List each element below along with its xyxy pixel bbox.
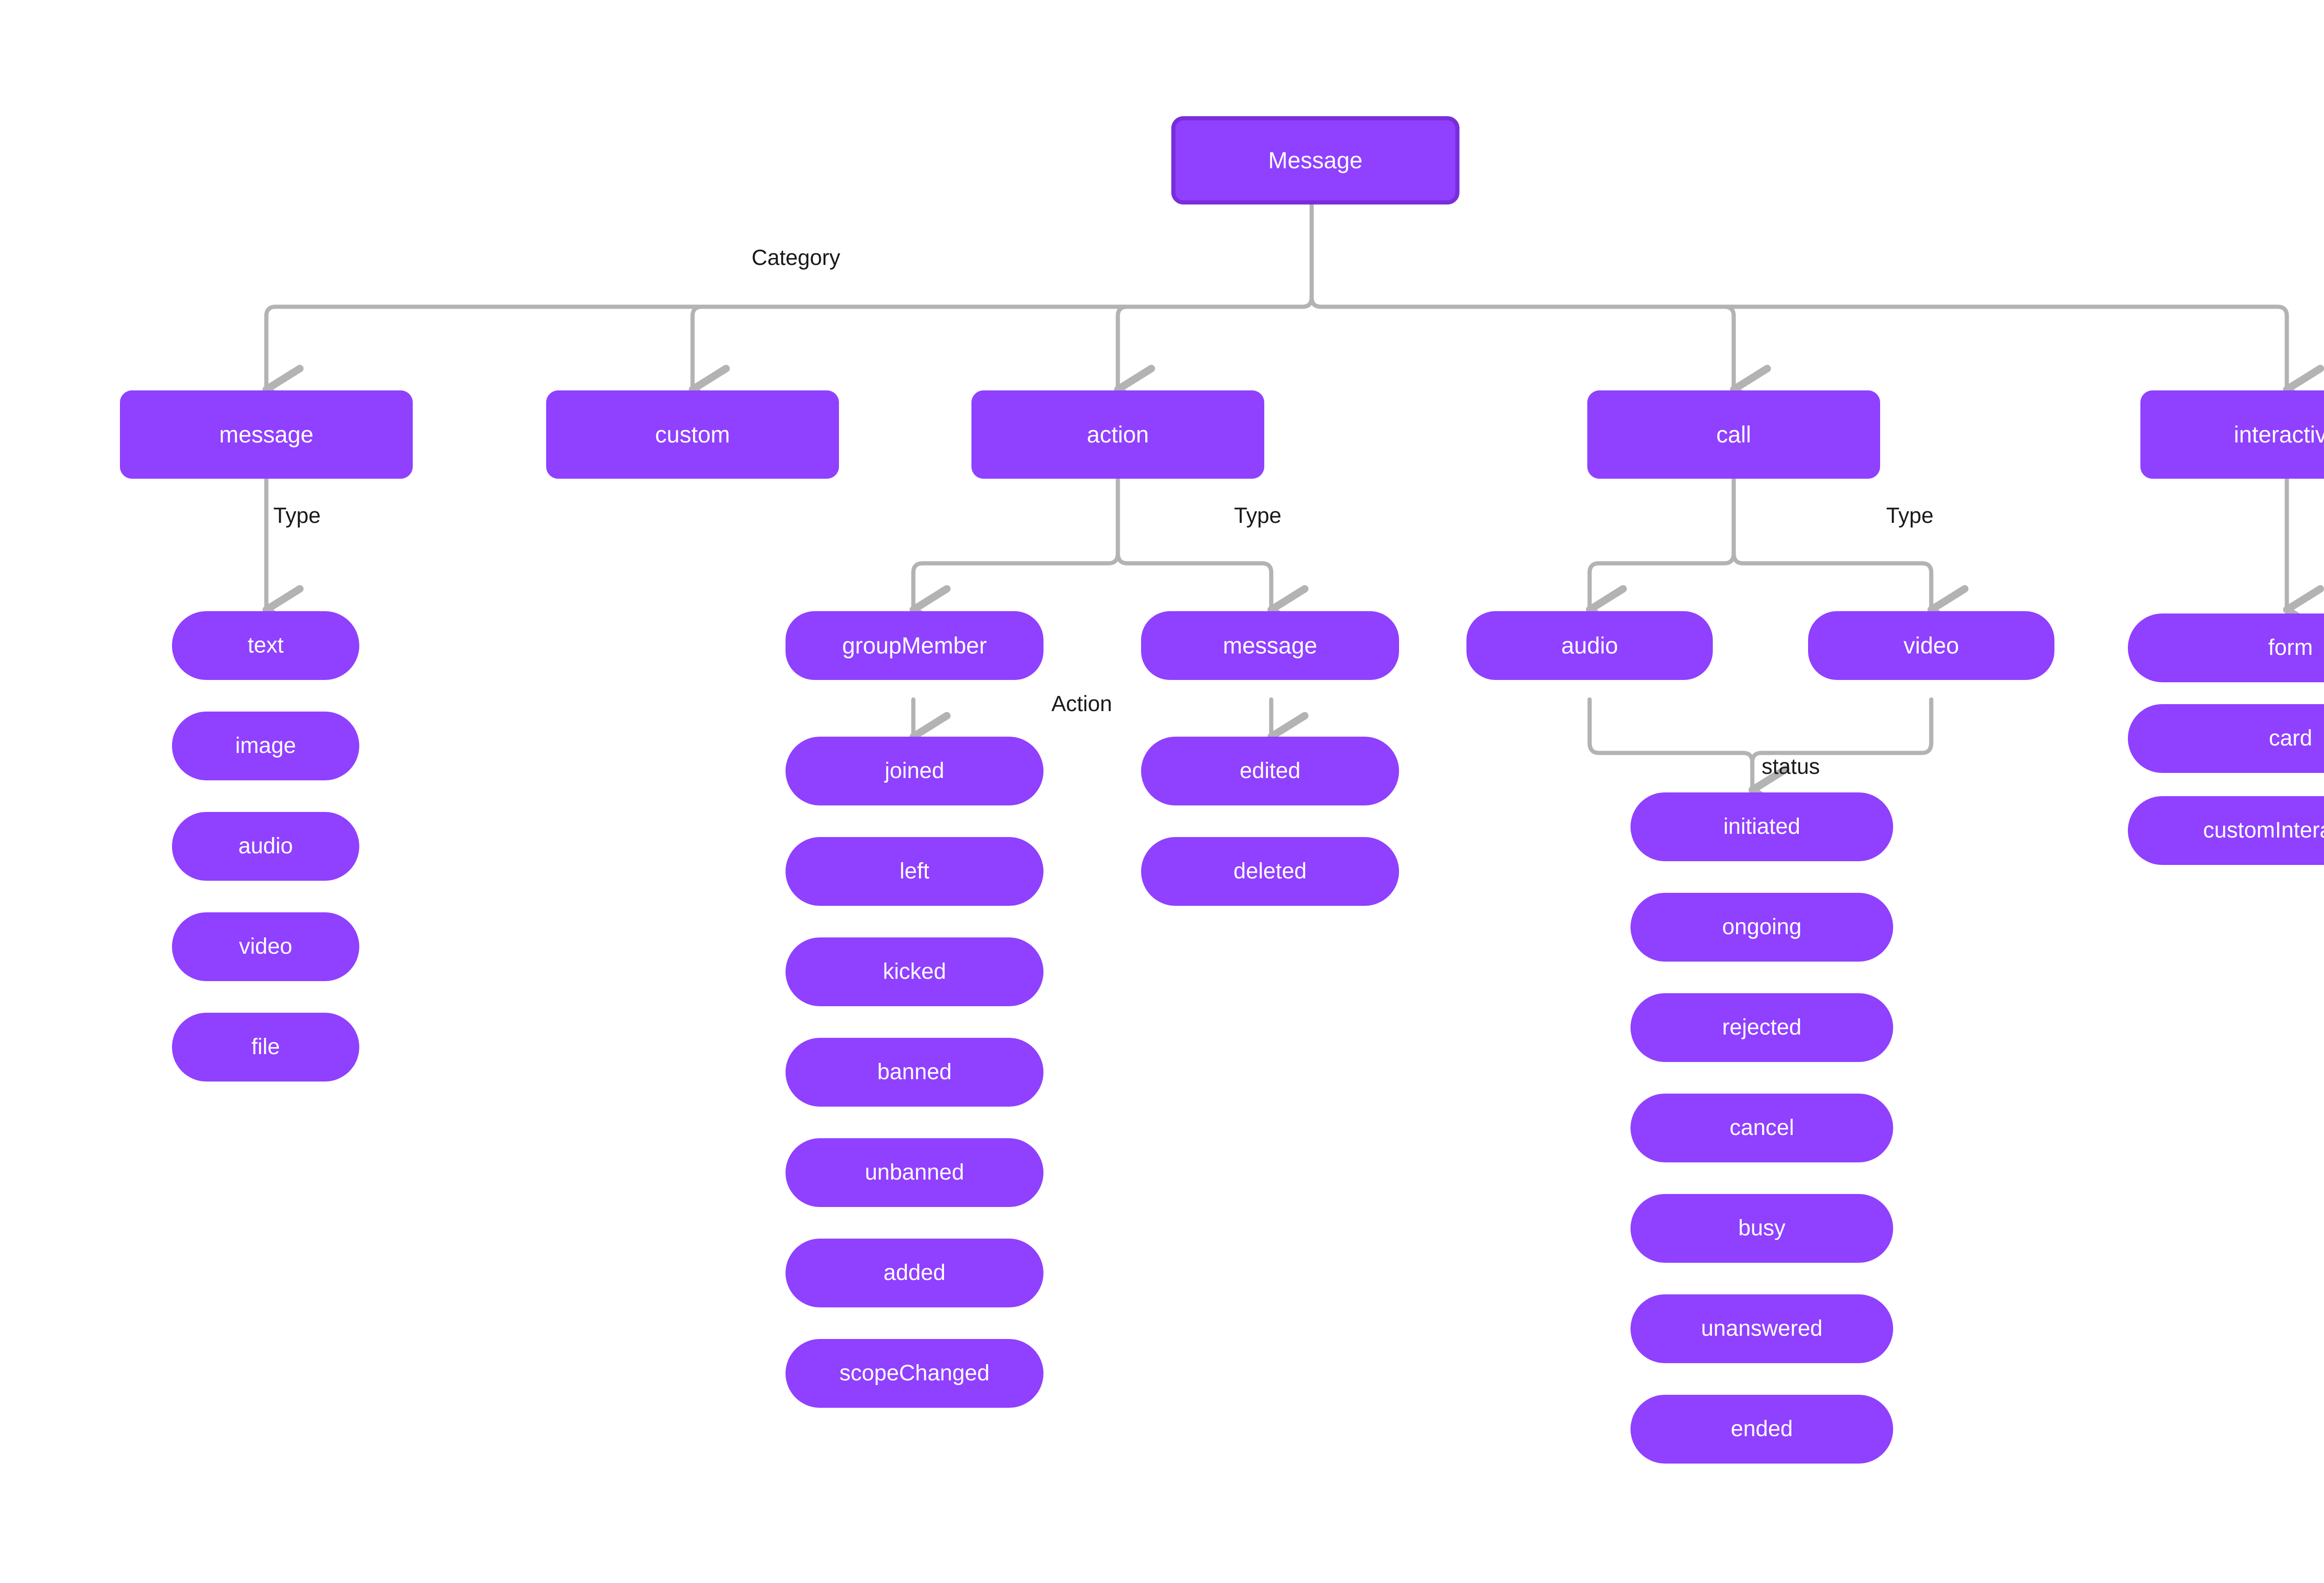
- node-groupmember-action-kicked-label: kicked: [883, 959, 946, 984]
- node-message-action-edited-label: edited: [1240, 758, 1301, 783]
- node-groupmember-action-banned-label: banned: [877, 1059, 952, 1084]
- node-call-status-ongoing-label: ongoing: [1722, 914, 1802, 939]
- node-groupmember-action-added-label: added: [883, 1260, 946, 1285]
- node-message-type-text-label: text: [247, 633, 284, 658]
- node-message-action-deleted[interactable]: deleted: [1141, 837, 1399, 906]
- node-groupmember-action-scopechanged-label: scopeChanged: [839, 1360, 990, 1385]
- node-action-type-groupmember[interactable]: groupMember: [786, 611, 1043, 680]
- node-category-call[interactable]: call: [1587, 390, 1880, 479]
- node-category-message[interactable]: message: [120, 390, 413, 479]
- node-interactive-type-form[interactable]: form: [2128, 613, 2324, 682]
- edge-label-status: status: [1762, 754, 1820, 778]
- node-message-action-deleted-label: deleted: [1233, 858, 1307, 884]
- node-call-status-initiated-label: initiated: [1723, 814, 1801, 839]
- node-category-call-label: call: [1716, 421, 1751, 448]
- node-message-type-audio[interactable]: audio: [172, 812, 359, 881]
- node-interactive-type-card-label: card: [2269, 726, 2312, 751]
- node-call-status-initiated[interactable]: initiated: [1631, 792, 1893, 861]
- node-message-type-file[interactable]: file: [172, 1013, 359, 1082]
- node-message-type-text[interactable]: text: [172, 611, 359, 680]
- node-call-status-rejected-label: rejected: [1722, 1015, 1802, 1040]
- node-call-status-ended-label: ended: [1730, 1416, 1793, 1441]
- node-groupmember-action-joined-label: joined: [885, 758, 944, 783]
- node-root-message[interactable]: Message: [1171, 116, 1459, 204]
- node-call-status-busy-label: busy: [1738, 1215, 1786, 1240]
- node-interactive-type-card[interactable]: card: [2128, 704, 2324, 773]
- node-call-status-unanswered[interactable]: unanswered: [1631, 1294, 1893, 1363]
- node-interactive-type-custominteractive-label: customInteractive: [2203, 818, 2324, 843]
- node-call-status-rejected[interactable]: rejected: [1631, 993, 1893, 1062]
- node-action-type-message-label: message: [1223, 632, 1317, 659]
- node-groupmember-action-unbanned[interactable]: unbanned: [786, 1138, 1043, 1207]
- node-message-type-video[interactable]: video: [172, 912, 359, 981]
- edge-label-type-action: Type: [1234, 503, 1281, 528]
- node-groupmember-action-left-label: left: [899, 858, 930, 884]
- node-message-type-file-label: file: [251, 1034, 280, 1059]
- node-category-action-label: action: [1087, 421, 1149, 448]
- node-category-custom-label: custom: [655, 421, 730, 448]
- edge-label-type-message: Type: [273, 503, 321, 528]
- node-call-status-cancel-label: cancel: [1730, 1115, 1794, 1140]
- node-category-custom[interactable]: custom: [546, 390, 839, 479]
- node-call-type-video[interactable]: video: [1808, 611, 2054, 680]
- node-call-status-unanswered-label: unanswered: [1701, 1316, 1823, 1341]
- node-interactive-type-form-label: form: [2268, 635, 2313, 660]
- node-message-action-edited[interactable]: edited: [1141, 737, 1399, 805]
- edge-label-type-call: Type: [1886, 503, 1934, 528]
- node-message-type-audio-label: audio: [238, 833, 293, 858]
- node-groupmember-action-kicked[interactable]: kicked: [786, 937, 1043, 1006]
- node-message-type-video-label: video: [239, 934, 292, 959]
- node-category-interactive[interactable]: interactive: [2140, 390, 2324, 479]
- node-call-status-ended[interactable]: ended: [1631, 1395, 1893, 1464]
- edge-label-action: Action: [1051, 691, 1112, 716]
- node-groupmember-action-banned[interactable]: banned: [786, 1038, 1043, 1107]
- edge-label-category: Category: [752, 245, 840, 270]
- node-groupmember-action-unbanned-label: unbanned: [865, 1160, 964, 1185]
- node-call-status-ongoing[interactable]: ongoing: [1631, 893, 1893, 962]
- node-category-action[interactable]: action: [971, 390, 1264, 479]
- node-groupmember-action-added[interactable]: added: [786, 1239, 1043, 1307]
- node-call-type-audio[interactable]: audio: [1466, 611, 1713, 680]
- node-groupmember-action-joined[interactable]: joined: [786, 737, 1043, 805]
- node-category-interactive-label: interactive: [2234, 421, 2324, 448]
- node-action-type-message[interactable]: message: [1141, 611, 1399, 680]
- node-call-status-cancel[interactable]: cancel: [1631, 1094, 1893, 1162]
- node-category-message-label: message: [219, 421, 314, 448]
- node-action-type-groupmember-label: groupMember: [842, 632, 987, 659]
- node-root-message-label: Message: [1268, 147, 1363, 173]
- node-groupmember-action-left[interactable]: left: [786, 837, 1043, 906]
- node-interactive-type-custominteractive[interactable]: customInteractive: [2128, 796, 2324, 865]
- node-call-type-video-label: video: [1903, 632, 1959, 659]
- node-message-type-image[interactable]: image: [172, 712, 359, 780]
- node-groupmember-action-scopechanged[interactable]: scopeChanged: [786, 1339, 1043, 1408]
- node-call-type-audio-label: audio: [1561, 632, 1618, 659]
- node-call-status-busy[interactable]: busy: [1631, 1194, 1893, 1263]
- node-message-type-image-label: image: [235, 733, 296, 758]
